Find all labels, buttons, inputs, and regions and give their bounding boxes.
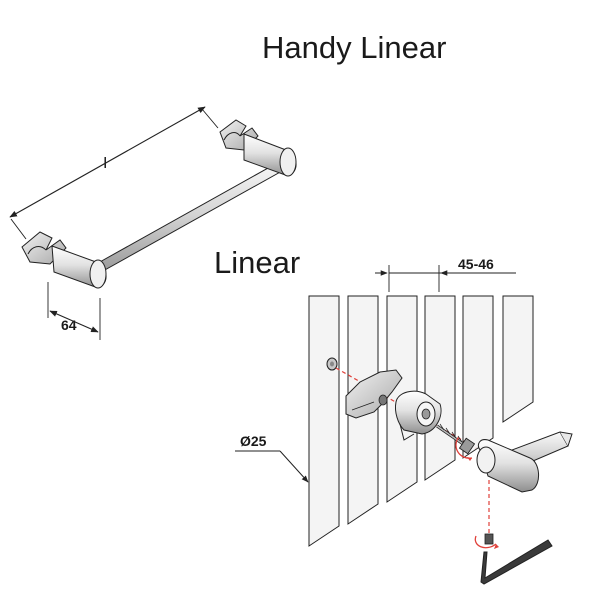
section-title: Linear bbox=[214, 245, 301, 280]
radiator-tubes bbox=[308, 295, 534, 547]
support-cup bbox=[395, 390, 442, 441]
spacing-dimension bbox=[375, 265, 516, 292]
clip-bracket bbox=[345, 369, 403, 419]
linear-installation-drawing bbox=[235, 265, 573, 585]
length-dimension bbox=[9, 106, 219, 240]
product-title: Handy Linear bbox=[262, 30, 447, 65]
grub-screw bbox=[474, 533, 499, 549]
handy-linear-drawing bbox=[9, 106, 297, 340]
wall-plug bbox=[326, 357, 338, 371]
allen-key bbox=[480, 539, 553, 585]
radiator-tube bbox=[502, 295, 534, 423]
radiator-tube bbox=[462, 295, 494, 459]
rotate-arrow-icon bbox=[455, 437, 473, 461]
diameter-dimension-label: Ø25 bbox=[240, 433, 267, 449]
radiator-tube bbox=[308, 295, 340, 547]
projection-dimension bbox=[47, 282, 101, 340]
bar-end-cap bbox=[476, 431, 573, 493]
spacing-dimension-label: 45-46 bbox=[458, 256, 494, 272]
right-mount bbox=[219, 119, 297, 177]
diameter-leader bbox=[235, 450, 309, 483]
towel-bar-rod bbox=[97, 157, 292, 272]
threaded-screw bbox=[436, 423, 476, 455]
left-mount bbox=[21, 231, 107, 289]
radiator-tube bbox=[424, 295, 456, 481]
